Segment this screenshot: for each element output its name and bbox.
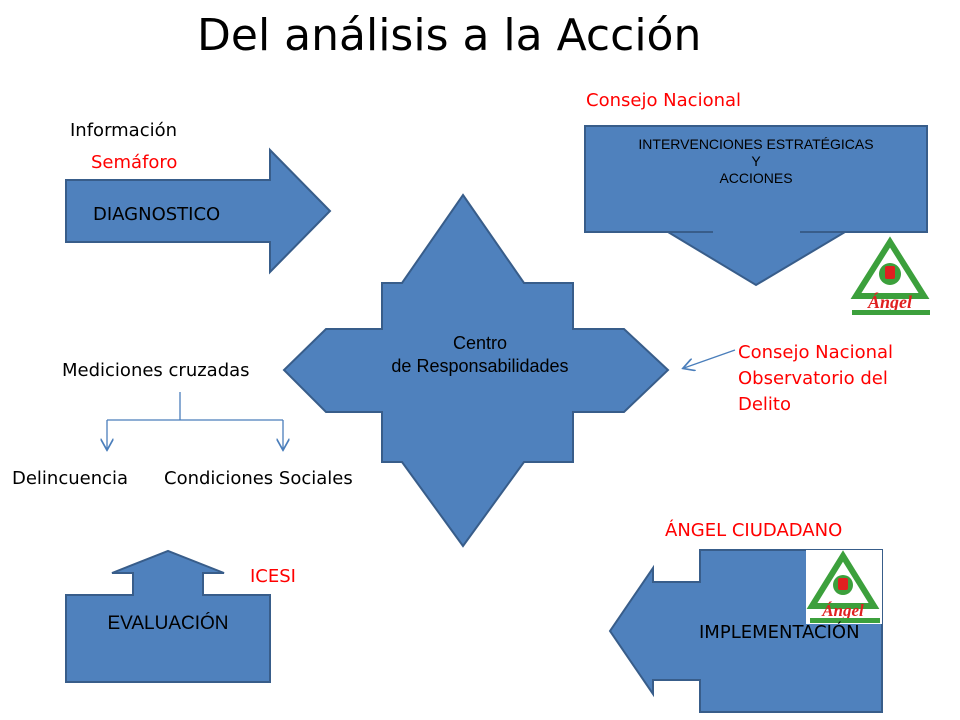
icesi-label: ICESI [250, 566, 296, 587]
observatorio-line2: Observatorio del [738, 368, 888, 390]
angel-ciudadano-header: ÁNGEL CIUDADANO [665, 520, 843, 541]
angel-ciudadano-logo-top: Ángel [848, 236, 932, 316]
mediciones-title: Mediciones cruzadas [62, 360, 250, 381]
evaluacion-text: EVALUACIÓN [107, 613, 229, 634]
delincuencia-label: Delincuencia [12, 468, 129, 489]
centro-line1: Centro [452, 333, 508, 353]
intervenciones-line3: ACCIONES [719, 169, 793, 186]
angel-ciudadano-logo-bottom: Ángel [806, 550, 882, 624]
observatorio-pointer [684, 349, 736, 368]
logo-top-word: Ángel [867, 291, 912, 312]
intervenciones-callout [584, 125, 928, 287]
observatorio-text: Consejo Nacional Observatorio del Delito [738, 340, 893, 418]
centro-line2: de Responsabilidades [391, 355, 569, 376]
observatorio-line3: Delito [738, 394, 792, 416]
centro-cross-arrow [282, 193, 670, 548]
centro-text: Centro de Responsabilidades [340, 332, 620, 377]
consejo-nacional-header: Consejo Nacional [586, 90, 742, 111]
logo-bottom-word: Ángel [821, 601, 864, 620]
mediciones-connectors [107, 392, 283, 449]
evaluacion-callout [65, 549, 271, 683]
intervenciones-line2: Y [751, 152, 761, 169]
condiciones-sociales-label: Condiciones Sociales [164, 468, 353, 489]
intervenciones-text: INTERVENCIONES ESTRATÉGICAS Y ACCIONES [585, 136, 927, 186]
semaforo-label: Semáforo [91, 152, 178, 173]
informacion-label: Información [70, 120, 178, 141]
intervenciones-line1: INTERVENCIONES ESTRATÉGICAS [638, 136, 874, 152]
slide-title: Del análisis a la Acción [197, 10, 702, 61]
diagnostico-text: DIAGNOSTICO [93, 204, 221, 225]
observatorio-line1: Consejo Nacional [738, 342, 894, 363]
diagnostico-arrow [65, 147, 332, 275]
implementacion-text: IMPLEMENTACIÓN [699, 622, 860, 643]
